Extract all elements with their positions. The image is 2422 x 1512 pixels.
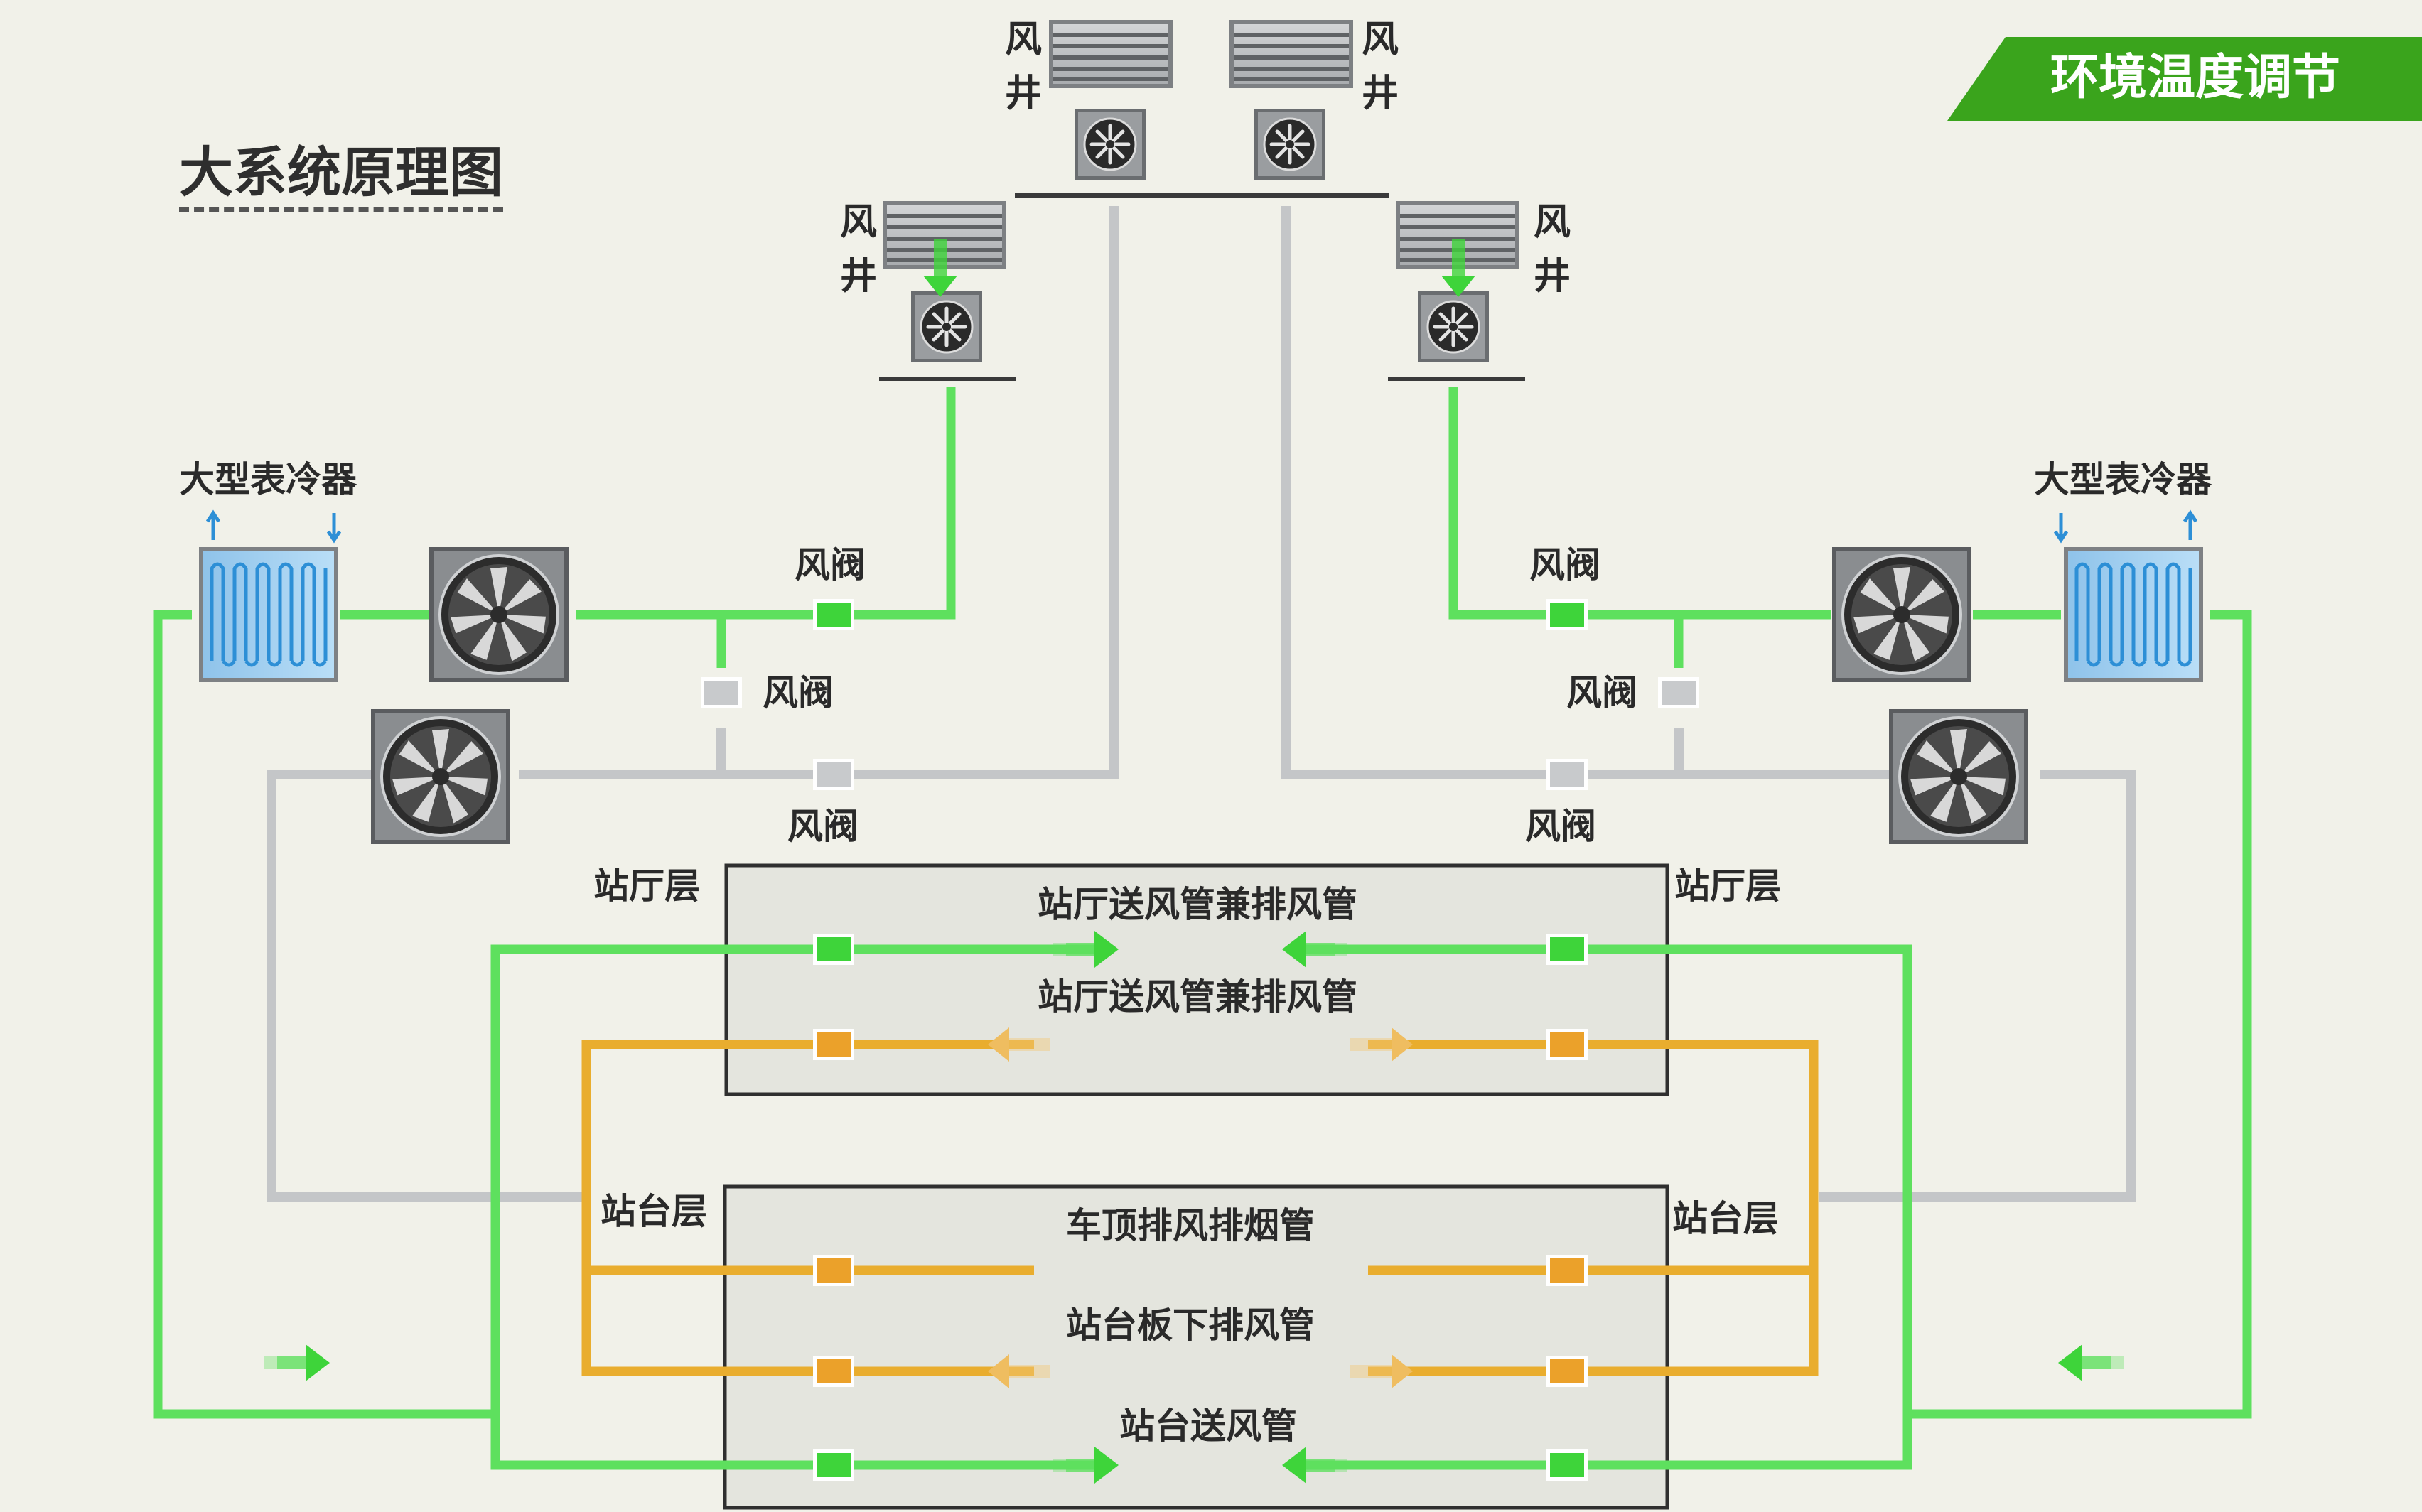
- damper-icon: [1546, 759, 1588, 790]
- air-shaft-label: 风井: [1533, 201, 1571, 298]
- supply-fan-left: [428, 546, 570, 684]
- damper-label: 风阀: [1525, 806, 1596, 847]
- platform-level-label: 站台层: [1672, 1198, 1779, 1239]
- damper-icon: [1546, 1029, 1588, 1060]
- fan-icon: [1418, 291, 1489, 362]
- damper-label: 风阀: [1529, 544, 1600, 585]
- supply-fan-right: [1831, 546, 1973, 684]
- flow-arrow-icon: [264, 1344, 330, 1381]
- damper-label: 风阀: [795, 544, 866, 585]
- fan-icon: [1254, 109, 1325, 180]
- air-shaft-label: 风井: [1004, 18, 1042, 115]
- return-fan-left: [370, 708, 512, 846]
- damper-icon: [813, 759, 854, 790]
- damper-icon: [701, 677, 742, 708]
- damper-label: 风阀: [1566, 672, 1637, 713]
- air-shaft-top-left: [1049, 20, 1173, 180]
- damper-icon: [1546, 599, 1588, 630]
- cooler-label: 大型表冷器: [179, 459, 357, 500]
- air-shaft-label: 风井: [1361, 18, 1399, 115]
- flow-arrow-icon: [2058, 1344, 2124, 1381]
- damper-icon: [1546, 1255, 1588, 1286]
- duct-label-trackway: 车顶排风排烟管: [1066, 1205, 1315, 1246]
- damper-icon: [813, 1029, 854, 1060]
- air-shaft-mid-right: [1396, 201, 1519, 362]
- air-shaft-mid-left: [883, 201, 1006, 362]
- supply-air-ducts: [153, 387, 2252, 1470]
- damper-icon: [1658, 677, 1699, 708]
- hall-level-label: 站厅层: [593, 865, 700, 907]
- damper-icon: [1546, 934, 1588, 965]
- duct-label-hall-top: 站厅送风管兼排风管: [1038, 884, 1357, 925]
- damper-icon: [813, 1255, 854, 1286]
- damper-icon: [1546, 1449, 1588, 1481]
- return-air-ducts: [267, 206, 2136, 1202]
- air-shaft-label: 风井: [839, 201, 877, 298]
- damper-icon: [813, 1449, 854, 1481]
- fan-icon: [1075, 109, 1146, 180]
- louver-icon: [1049, 20, 1173, 88]
- return-fan-right: [1888, 708, 2030, 846]
- damper-label: 风阀: [787, 806, 859, 847]
- hall-level-label: 站厅层: [1674, 865, 1781, 907]
- platform-level-label: 站台层: [601, 1191, 707, 1232]
- fan-icon: [911, 291, 982, 362]
- duct-label-hall-bottom: 站厅送风管兼排风管: [1038, 976, 1357, 1017]
- cooler-right: [2053, 509, 2203, 682]
- page-title: 大系统原理图: [179, 146, 503, 212]
- section-banner: [1947, 37, 2422, 121]
- cooling-coil-icon: [199, 547, 338, 682]
- air-shaft-top-right: [1229, 20, 1353, 180]
- damper-icon: [813, 1356, 854, 1387]
- cooling-coil-icon: [2064, 547, 2203, 682]
- duct-label-under-platform: 站台板下排风管: [1066, 1305, 1315, 1346]
- damper-icon: [813, 599, 854, 630]
- cooler-label: 大型表冷器: [2034, 459, 2212, 500]
- damper-icon: [813, 934, 854, 965]
- damper-icon: [1546, 1356, 1588, 1387]
- duct-label-platform-supply: 站台送风管: [1119, 1405, 1297, 1447]
- damper-label: 风阀: [763, 672, 834, 713]
- banner-title: 环境温度调节: [2050, 50, 2341, 106]
- louver-icon: [1229, 20, 1353, 88]
- exhaust-ducts: [581, 1040, 1819, 1376]
- cooler-left: [199, 509, 342, 682]
